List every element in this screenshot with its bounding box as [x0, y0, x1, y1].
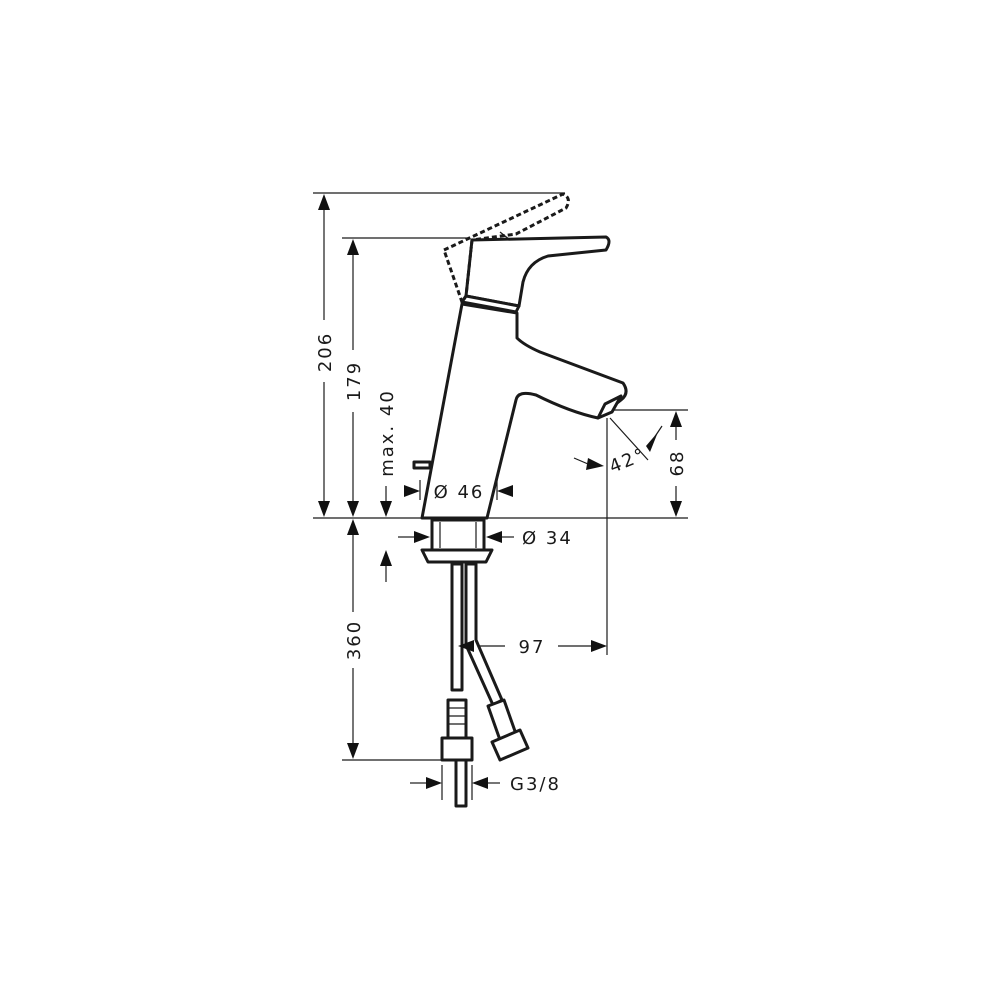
label-projection: 97: [519, 637, 546, 658]
lever-handle: [464, 235, 611, 308]
hose-right: [464, 562, 504, 707]
mounting-set: [420, 518, 530, 808]
hose-nut-right: [490, 728, 530, 762]
faucet-body: [412, 235, 628, 520]
pop-up-rod-knob: [412, 460, 432, 470]
extension-lines: [313, 192, 688, 800]
hose-left: [450, 562, 464, 692]
mounting-nut: [420, 548, 494, 564]
label-angle: 42°: [606, 444, 649, 478]
aerator: [596, 394, 623, 420]
label-connection-thread: G3/8: [510, 774, 561, 795]
base-shank: [430, 518, 486, 552]
label-spout-outlet-height: 68: [667, 450, 688, 477]
label-base-diameter: Ø 34: [522, 528, 573, 549]
label-pop-up-rod: max. 40: [377, 389, 398, 477]
lever-alt-position: [442, 192, 570, 306]
label-spout-height: 179: [344, 361, 365, 401]
hose-nut-left: [440, 736, 474, 762]
thread-tail: [454, 758, 468, 808]
label-body-diameter: Ø 46: [434, 482, 485, 503]
label-total-height: 206: [315, 332, 336, 372]
crimp-left: [446, 698, 468, 740]
arrowheads: [318, 194, 682, 789]
label-hose-length: 360: [344, 620, 365, 660]
